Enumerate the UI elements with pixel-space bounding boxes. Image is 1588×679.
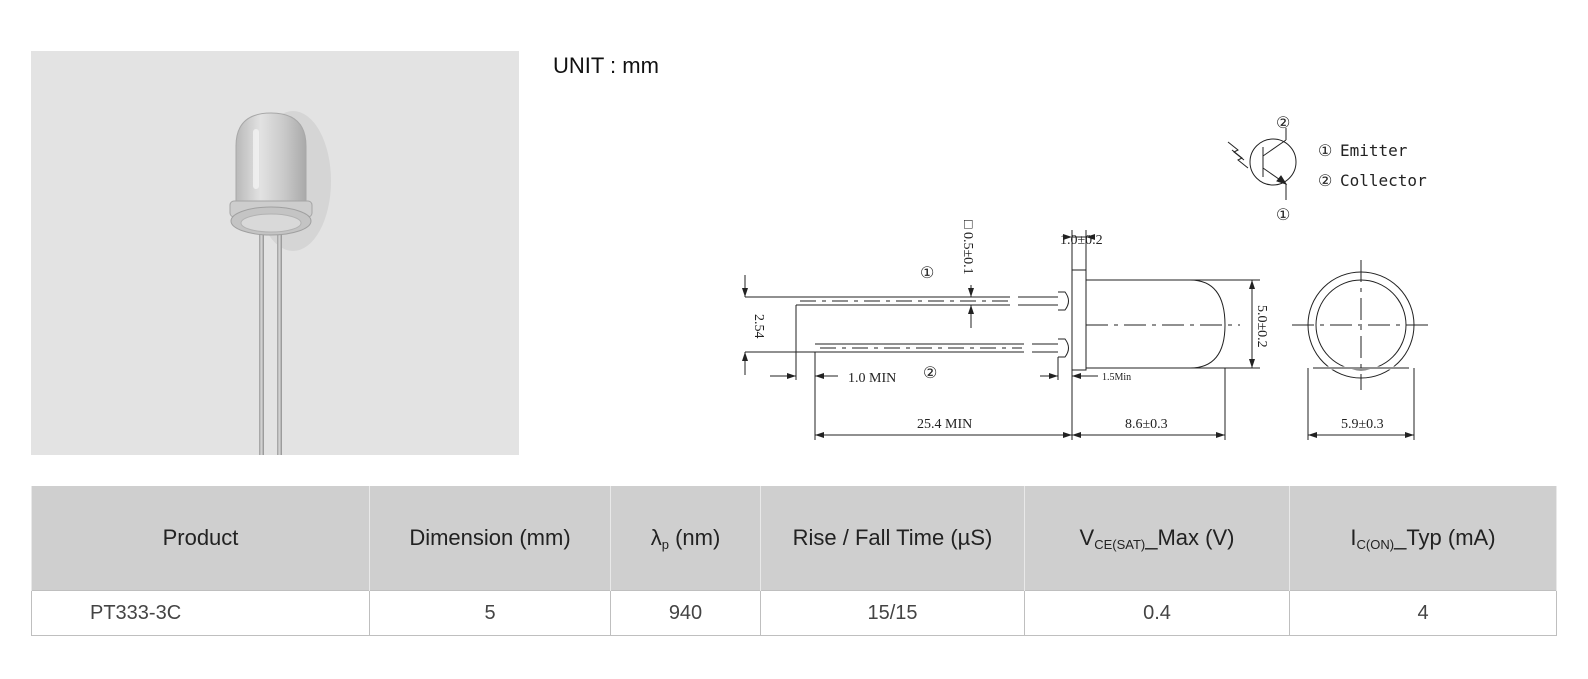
ic-symbol: I xyxy=(1350,524,1357,550)
collector-label: Collector xyxy=(1340,171,1427,190)
lead-square-dimension: □ 0.5±0.1 xyxy=(960,220,975,275)
wavelength-subscript: p xyxy=(661,536,669,552)
vce-unit: _Max (V) xyxy=(1145,524,1235,550)
dimension-arrows xyxy=(742,234,1414,438)
cell-product: PT333-3C xyxy=(31,590,370,636)
phototransistor-image xyxy=(229,111,331,455)
cell-rise-fall: 15/15 xyxy=(760,590,1025,636)
cell-vce: 0.4 xyxy=(1024,590,1290,636)
cell-ic: 4 xyxy=(1289,590,1557,636)
side-view xyxy=(744,230,1260,440)
flange-dimension: 1.0±0.2 xyxy=(1060,233,1103,248)
spec-table: Product Dimension (mm) λp (nm) Rise / Fa… xyxy=(31,486,1557,636)
header-dimension: Dimension (mm) xyxy=(369,486,611,591)
emitter-label: Emitter xyxy=(1340,141,1408,160)
header-wavelength: λp (nm) xyxy=(610,486,761,591)
vce-subscript: CE(SAT) xyxy=(1094,536,1146,552)
pin1-marker: ① xyxy=(1276,205,1290,224)
pin2-marker: ② xyxy=(1276,113,1290,132)
header-rise-fall: Rise / Fall Time (µS) xyxy=(760,486,1025,591)
table-row: PT333-3C 5 940 15/15 0.4 4 xyxy=(31,590,1557,636)
vce-symbol: V xyxy=(1079,524,1095,550)
ic-subscript: C(ON) xyxy=(1356,536,1395,552)
lead-pin2-marker: ② xyxy=(923,363,937,382)
front-view xyxy=(1292,260,1430,440)
header-product: Product xyxy=(31,486,370,591)
lead-length-dimension: 25.4 MIN xyxy=(917,417,972,432)
cell-dimension: 5 xyxy=(369,590,611,636)
product-photo xyxy=(31,51,519,455)
unit-label: UNIT : mm xyxy=(553,53,659,78)
body-diameter-dimension: 5.0±0.2 xyxy=(1254,305,1269,348)
lead-min-dimension: 1.0 MIN xyxy=(848,371,896,386)
body-length-dimension: 8.6±0.3 xyxy=(1125,417,1168,432)
cell-wavelength: 940 xyxy=(610,590,761,636)
table-header-row: Product Dimension (mm) λp (nm) Rise / Fa… xyxy=(31,486,1557,591)
wavelength-unit: (nm) xyxy=(668,524,721,550)
emitter-marker: ① xyxy=(1318,141,1332,160)
flange-min-dimension: 1.5Min xyxy=(1102,372,1131,383)
header-ic: IC(ON)_Typ (mA) xyxy=(1289,486,1557,591)
flange-diameter-dimension: 5.9±0.3 xyxy=(1341,417,1384,432)
wavelength-symbol: λ xyxy=(650,524,662,550)
lead-pin1-marker: ① xyxy=(920,263,934,282)
header-vce: VCE(SAT)_Max (V) xyxy=(1024,486,1290,591)
phototransistor-symbol xyxy=(1227,128,1297,200)
ic-unit: _Typ (mA) xyxy=(1394,524,1496,550)
pitch-dimension: 2.54 xyxy=(751,314,766,339)
dimension-drawing: ② ① ① Emitter ② Collector ① ② □ 0.5±0.1 … xyxy=(742,113,1430,440)
collector-marker: ② xyxy=(1318,171,1332,190)
